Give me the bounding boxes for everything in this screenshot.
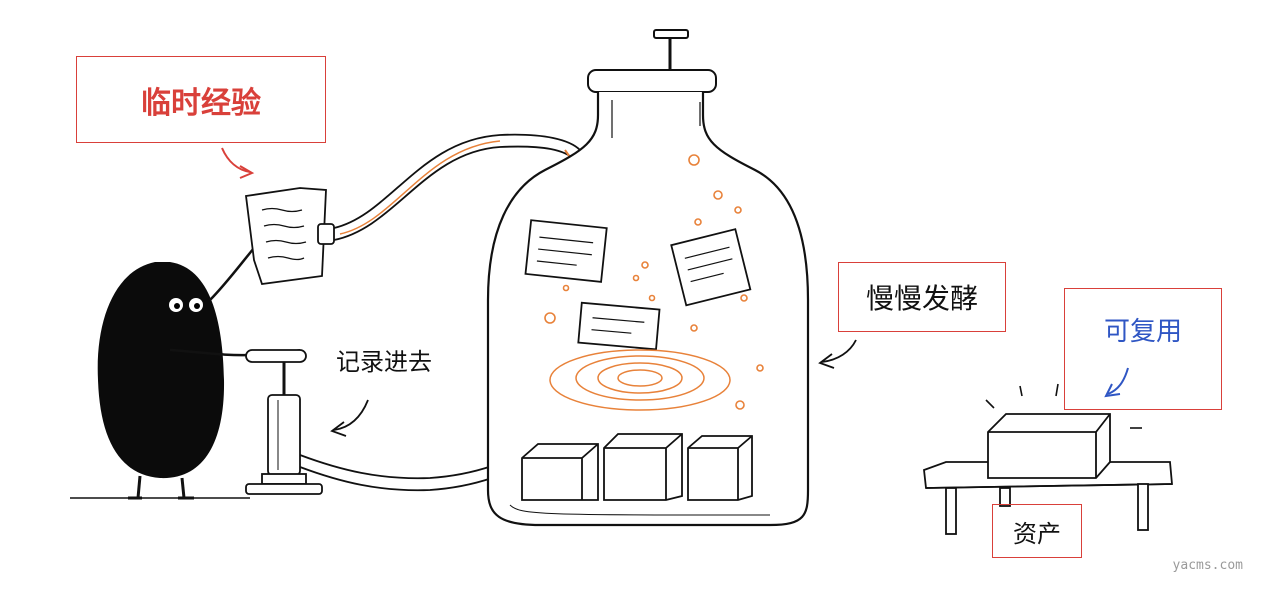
paper-note-in-hand — [244, 187, 327, 285]
slow-ferment-label: 慢慢发酵 — [865, 282, 978, 315]
arrow-record-in — [333, 399, 369, 431]
temp-experience-label-box: 临时经验 — [76, 56, 326, 143]
reusable-label: 可复用 — [1103, 317, 1182, 347]
arrow-to-paper — [221, 147, 251, 173]
temp-experience-label: 临时经验 — [141, 85, 261, 121]
slow-ferment-label-box: 慢慢发酵 — [838, 262, 1006, 332]
tofu-asset-cube — [987, 413, 1111, 479]
tofu-cubes-in-jar — [521, 433, 753, 501]
record-in-label: 记录进去 — [336, 348, 432, 376]
assets-label-box: 资产 — [992, 504, 1082, 558]
assets-label: 资产 — [1013, 519, 1061, 548]
reusable-label-box: 可复用 — [1064, 288, 1222, 410]
sparkle-lines — [985, 383, 1142, 429]
watermark: yacms.com — [1172, 558, 1243, 573]
fermentation-swirl — [549, 349, 731, 411]
arrow-reusable — [1107, 367, 1129, 395]
fermentation-bubbles — [544, 154, 764, 410]
hand-pump — [245, 349, 493, 495]
papers-in-jar — [524, 219, 752, 351]
arrow-ferment — [821, 339, 857, 363]
blob-character — [97, 247, 255, 500]
